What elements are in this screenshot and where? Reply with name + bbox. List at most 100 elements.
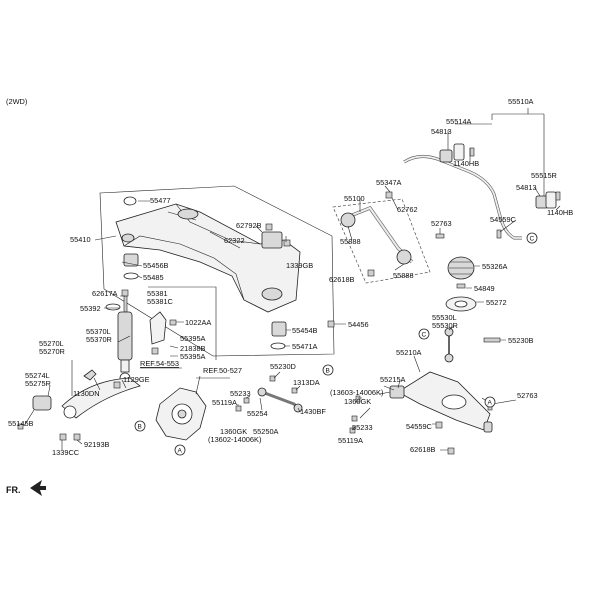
part-label: 55456B bbox=[143, 261, 169, 270]
part-label: 55381C bbox=[147, 297, 174, 306]
trailing-arm-bushing bbox=[32, 395, 52, 411]
part-label: 52763 bbox=[431, 219, 452, 228]
front-arrow-icon bbox=[30, 480, 46, 496]
part-label: 55270R bbox=[39, 347, 65, 356]
part-label: 55888 bbox=[340, 237, 361, 246]
part-label: 62792B bbox=[236, 221, 262, 230]
crossmember-outline-box bbox=[99, 185, 335, 357]
circle-marker-b bbox=[322, 364, 334, 376]
bolt-icon bbox=[555, 191, 561, 201]
spring-seat-group: 55326A 54849 55272 bbox=[445, 256, 508, 312]
part-label: 55454B bbox=[292, 326, 318, 335]
upper-arm-dashed-box bbox=[332, 198, 431, 284]
part-label: 55210A bbox=[396, 348, 422, 357]
mount-bushing bbox=[271, 321, 287, 337]
circle-marker-label: C bbox=[530, 236, 535, 243]
part-label: 55215A bbox=[380, 375, 406, 384]
bolt-icon bbox=[17, 423, 24, 430]
part-label: 62618B bbox=[410, 445, 436, 454]
nut-icon bbox=[351, 415, 358, 422]
bolt-icon bbox=[483, 337, 501, 343]
upper-arm-group: 55347A 62762 55100 55888 55888 62618B 52… bbox=[329, 178, 452, 284]
part-label: (13603-14006K) bbox=[330, 388, 383, 397]
part-label: 55410 bbox=[70, 235, 91, 244]
toe-link-group: 55230D 55233 55119A 1360GK 55254 55250A … bbox=[208, 362, 334, 444]
part-label: 54456 bbox=[348, 320, 369, 329]
ref-label: REF.54-553 bbox=[140, 359, 179, 368]
front-label: FR. bbox=[6, 485, 21, 495]
part-label: 55381 bbox=[147, 289, 168, 298]
part-label: 55270L bbox=[39, 339, 64, 348]
part-label: 1430BF bbox=[300, 407, 326, 416]
bolt-icon bbox=[435, 233, 445, 239]
part-label: 1140HB bbox=[453, 159, 479, 168]
part-label: 54813 bbox=[431, 127, 452, 136]
nut-icon bbox=[349, 427, 356, 434]
spring-pad-icon bbox=[456, 283, 466, 289]
part-label: 62762 bbox=[397, 205, 418, 214]
bolt-icon bbox=[355, 395, 361, 403]
part-label: 55530R bbox=[432, 321, 458, 330]
nut-icon bbox=[121, 289, 129, 297]
stabilizer-link bbox=[444, 327, 454, 337]
part-label: 1313DA bbox=[293, 378, 320, 387]
bolt-icon bbox=[169, 319, 177, 326]
part-label: 55530L bbox=[432, 313, 457, 322]
part-label: 55326A bbox=[482, 262, 508, 271]
part-label: 55233 bbox=[230, 389, 251, 398]
circle-marker-a bbox=[174, 444, 186, 456]
part-label: 55272 bbox=[486, 298, 507, 307]
upper-arm-bushing-outer bbox=[396, 249, 412, 265]
bolt-icon bbox=[269, 375, 276, 382]
part-label: 55254 bbox=[247, 409, 268, 418]
part-label: 55370R bbox=[86, 335, 112, 344]
crossmember-group: 55477 62792B 62322 1339GB 55410 55456B 5… bbox=[70, 185, 369, 357]
part-label: 1360GK bbox=[344, 397, 371, 406]
part-label: 55514A bbox=[446, 117, 472, 126]
lower-arm-bushing bbox=[389, 385, 405, 399]
nut-icon bbox=[367, 269, 375, 277]
nut-icon bbox=[435, 421, 443, 429]
circle-marker-c bbox=[526, 232, 538, 244]
part-label: 54559C bbox=[490, 215, 517, 224]
washer-icon bbox=[270, 342, 286, 350]
nut-icon bbox=[243, 397, 250, 404]
ref-label: REF.50-527 bbox=[203, 366, 242, 375]
part-label: 1360GK bbox=[220, 427, 247, 436]
part-label: 55230D bbox=[270, 362, 296, 371]
stabilizer-bracket-left bbox=[453, 143, 465, 161]
shock-bracket bbox=[149, 311, 167, 345]
part-label: 55485 bbox=[143, 273, 164, 282]
lower-arm-group: C A 55530L 55530R 55230B 55210A 55215A (… bbox=[330, 313, 538, 455]
part-label: 55395A bbox=[180, 352, 206, 361]
part-label: 55119A bbox=[338, 436, 363, 445]
trailing-arm-group: REF.50-527 B A 55270L 55270R 55274L 5527… bbox=[8, 339, 242, 457]
part-label: 1129GE bbox=[123, 375, 150, 384]
nut-icon bbox=[496, 229, 502, 239]
bolt-icon bbox=[385, 191, 393, 199]
part-label: 1339GB bbox=[286, 261, 313, 270]
part-label: 55250A bbox=[253, 427, 279, 436]
front-direction-indicator: FR. bbox=[6, 480, 46, 496]
part-label: 55347A bbox=[376, 178, 402, 187]
part-label: 52763 bbox=[517, 391, 538, 400]
part-label: 55888 bbox=[393, 271, 414, 280]
part-label: 62618B bbox=[329, 275, 355, 284]
part-label: 55233 bbox=[352, 423, 373, 432]
part-label: 54849 bbox=[474, 284, 495, 293]
part-label: 54813 bbox=[516, 183, 537, 192]
part-label: 55471A bbox=[292, 342, 318, 351]
circle-marker-c bbox=[418, 328, 430, 340]
part-label: 55230B bbox=[508, 336, 534, 345]
part-label: 1140HB bbox=[547, 208, 573, 217]
circle-marker-b bbox=[134, 420, 146, 432]
bolt-icon bbox=[327, 320, 335, 328]
part-label: 55145B bbox=[8, 419, 34, 428]
circle-marker-label: A bbox=[178, 448, 183, 455]
part-label: 21838B bbox=[180, 344, 206, 353]
part-label: 92193B bbox=[84, 440, 110, 449]
washer-icon bbox=[123, 272, 139, 280]
bolt-icon bbox=[151, 347, 159, 355]
part-label: 62617A bbox=[92, 289, 118, 298]
